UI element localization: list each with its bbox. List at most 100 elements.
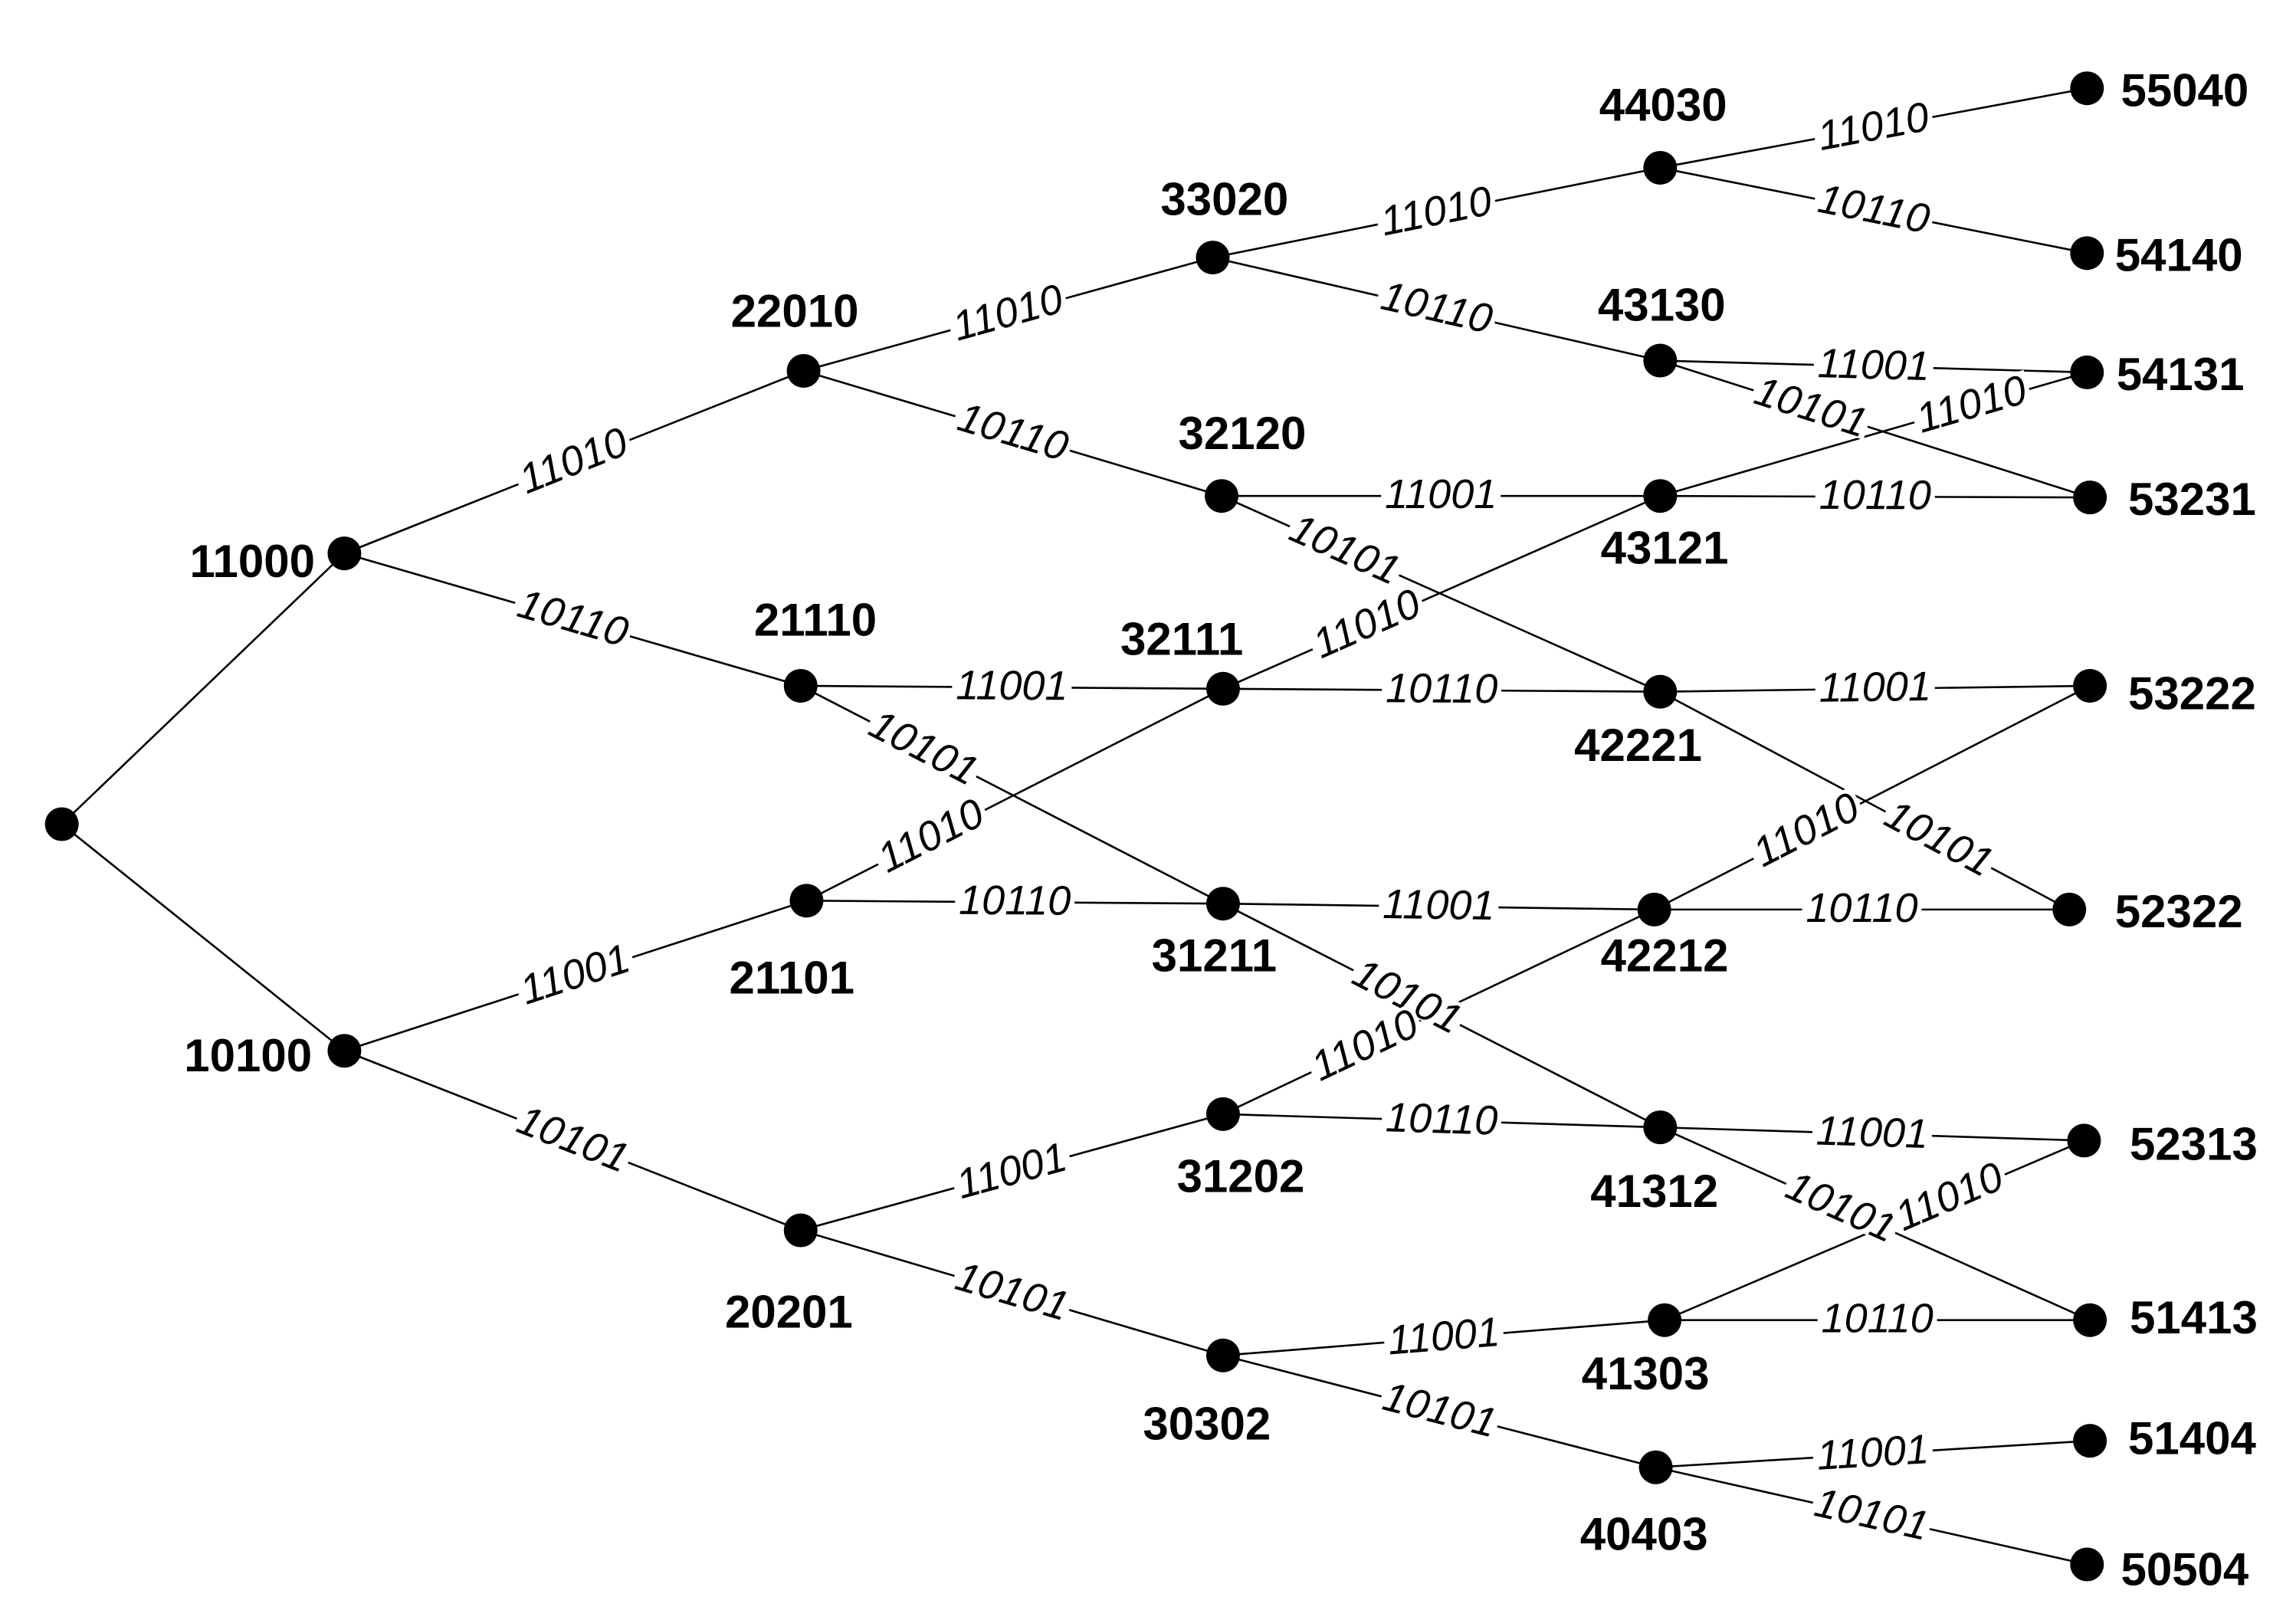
edge-label-background bbox=[511, 1100, 636, 1176]
node-labels-layer: 1100010100220102111021101202013302032120… bbox=[184, 64, 2258, 1595]
edge-label: 10101 bbox=[511, 1097, 635, 1182]
node-label: 50504 bbox=[2121, 1543, 2248, 1595]
edge-label-background bbox=[1383, 1313, 1505, 1356]
node-label: 54140 bbox=[2115, 229, 2243, 280]
node-n41303 bbox=[1648, 1303, 1682, 1337]
node-label: 43121 bbox=[1601, 523, 1729, 574]
edge-label: 10110 bbox=[953, 394, 1073, 470]
node-n32111 bbox=[1205, 671, 1240, 706]
edge-label-background bbox=[1809, 1483, 1934, 1543]
edge-label-background bbox=[1382, 670, 1502, 705]
node-label: 52322 bbox=[2115, 886, 2243, 937]
edge-label-group: 11010 bbox=[1811, 93, 1935, 159]
edge-label: 10110 bbox=[1822, 1296, 1934, 1342]
edge-label-group: 10110 bbox=[1375, 273, 1500, 343]
node-label: 54131 bbox=[2117, 349, 2245, 400]
edge-label-background bbox=[1879, 794, 2001, 881]
edge-labels-layer: 1101010110110011010111010101101100110101… bbox=[510, 93, 2033, 1549]
node-label: 55040 bbox=[2121, 64, 2248, 116]
edge-n21101-n32111 bbox=[805, 687, 1224, 902]
node-n42221 bbox=[1643, 674, 1678, 709]
node-label: 32120 bbox=[1178, 408, 1306, 459]
node-n51413 bbox=[2073, 1303, 2107, 1337]
edge-label-group: 11010 bbox=[510, 418, 635, 503]
edge-label-background bbox=[1379, 885, 1499, 922]
edge-label: 10110 bbox=[1806, 885, 1917, 931]
node-n52313 bbox=[2067, 1123, 2101, 1158]
edge-label-background bbox=[1815, 667, 1935, 703]
edge-label: 11001 bbox=[1383, 881, 1495, 929]
edge-label-background bbox=[1373, 181, 1498, 238]
edge-label-group: 11010 bbox=[1304, 580, 1428, 667]
node-label: 52313 bbox=[2130, 1118, 2258, 1169]
edge-label-group: 11001 bbox=[949, 1133, 1074, 1208]
node-n21110 bbox=[783, 668, 818, 703]
edge-label: 11001 bbox=[1815, 1426, 1930, 1479]
node-n43121 bbox=[1643, 479, 1678, 513]
edge-label: 10101 bbox=[862, 701, 986, 795]
node-label: 42221 bbox=[1574, 720, 1702, 771]
node-n54140 bbox=[2070, 236, 2104, 271]
edge-label-background bbox=[510, 421, 635, 497]
edge-label: 10110 bbox=[959, 877, 1071, 924]
edge-label-group: 11010 bbox=[945, 276, 1070, 350]
edge-label: 10110 bbox=[1819, 472, 1931, 519]
edge-label: 11001 bbox=[1386, 1309, 1501, 1363]
edge-label-group: 11001 bbox=[1383, 1309, 1505, 1363]
edge-label: 11010 bbox=[1746, 784, 1866, 876]
edge-label-group: 11001 bbox=[1813, 340, 1934, 389]
node-n53222 bbox=[2073, 668, 2107, 703]
edge-label: 11010 bbox=[871, 790, 991, 882]
edge-label: 10101 bbox=[950, 1253, 1074, 1330]
edge-label: 11001 bbox=[515, 935, 636, 1013]
edge-label-background bbox=[1812, 1112, 1933, 1150]
edge-label-background bbox=[1381, 1099, 1502, 1136]
node-label: 33020 bbox=[1160, 173, 1288, 225]
edge-label: 11010 bbox=[513, 418, 634, 503]
edge-label-background bbox=[1812, 1430, 1934, 1472]
edge-n43130-n53231 bbox=[1659, 359, 2091, 499]
edge-label: 11010 bbox=[948, 276, 1068, 350]
edge-label: 11001 bbox=[1817, 340, 1930, 389]
edge-n42212-n53222 bbox=[1654, 684, 2091, 911]
edge-label-group: 10110 bbox=[1802, 885, 1922, 931]
edge-label-group: 10110 bbox=[951, 394, 1076, 470]
node-n43130 bbox=[1643, 343, 1678, 378]
edge-label-background bbox=[1780, 1166, 1904, 1246]
node-label: 30302 bbox=[1143, 1398, 1271, 1449]
edge-label: 11001 bbox=[1815, 1107, 1929, 1157]
node-label: 31211 bbox=[1152, 930, 1278, 982]
edge-label: 11010 bbox=[1304, 1001, 1425, 1090]
node-label: 53231 bbox=[2128, 474, 2256, 525]
edge-label: 10101 bbox=[1811, 1479, 1934, 1549]
node-label: 31202 bbox=[1177, 1151, 1305, 1202]
edge-label-background bbox=[1284, 508, 1408, 588]
edge-label: 11001 bbox=[1385, 471, 1497, 517]
edge-label-group: 11001 bbox=[1812, 1426, 1934, 1479]
edge-label-background bbox=[949, 1136, 1074, 1202]
edge-label: 11001 bbox=[1819, 664, 1931, 711]
edge-label-group: 10110 bbox=[1812, 175, 1937, 242]
edge-root-n10100 bbox=[61, 823, 346, 1052]
edge-label: 11010 bbox=[1814, 93, 1933, 159]
node-n30302 bbox=[1205, 1338, 1240, 1372]
edge-label-background bbox=[1346, 953, 1469, 1038]
node-n20201 bbox=[783, 1213, 818, 1248]
edge-label-group: 11001 bbox=[1815, 664, 1935, 711]
node-n33020 bbox=[1196, 241, 1230, 275]
node-n32120 bbox=[1205, 479, 1239, 513]
edge-label: 11010 bbox=[1306, 580, 1427, 667]
node-n31211 bbox=[1205, 887, 1240, 921]
node-n10100 bbox=[327, 1034, 362, 1068]
edge-label-group: 10101 bbox=[511, 1097, 636, 1182]
edge-label-group: 11010 bbox=[869, 790, 991, 882]
edge-label-group: 10101 bbox=[1378, 1373, 1503, 1447]
edge-label-background bbox=[1303, 1002, 1425, 1085]
edge-label-background bbox=[1813, 345, 1934, 382]
node-n54131 bbox=[2070, 355, 2104, 389]
edge-label-background bbox=[864, 703, 986, 789]
edge-label-group: 11010 bbox=[1887, 1153, 2011, 1240]
edge-label: 10101 bbox=[1379, 1373, 1501, 1447]
edge-label-background bbox=[511, 583, 636, 650]
edge-label-group: 11001 bbox=[1812, 1107, 1933, 1157]
